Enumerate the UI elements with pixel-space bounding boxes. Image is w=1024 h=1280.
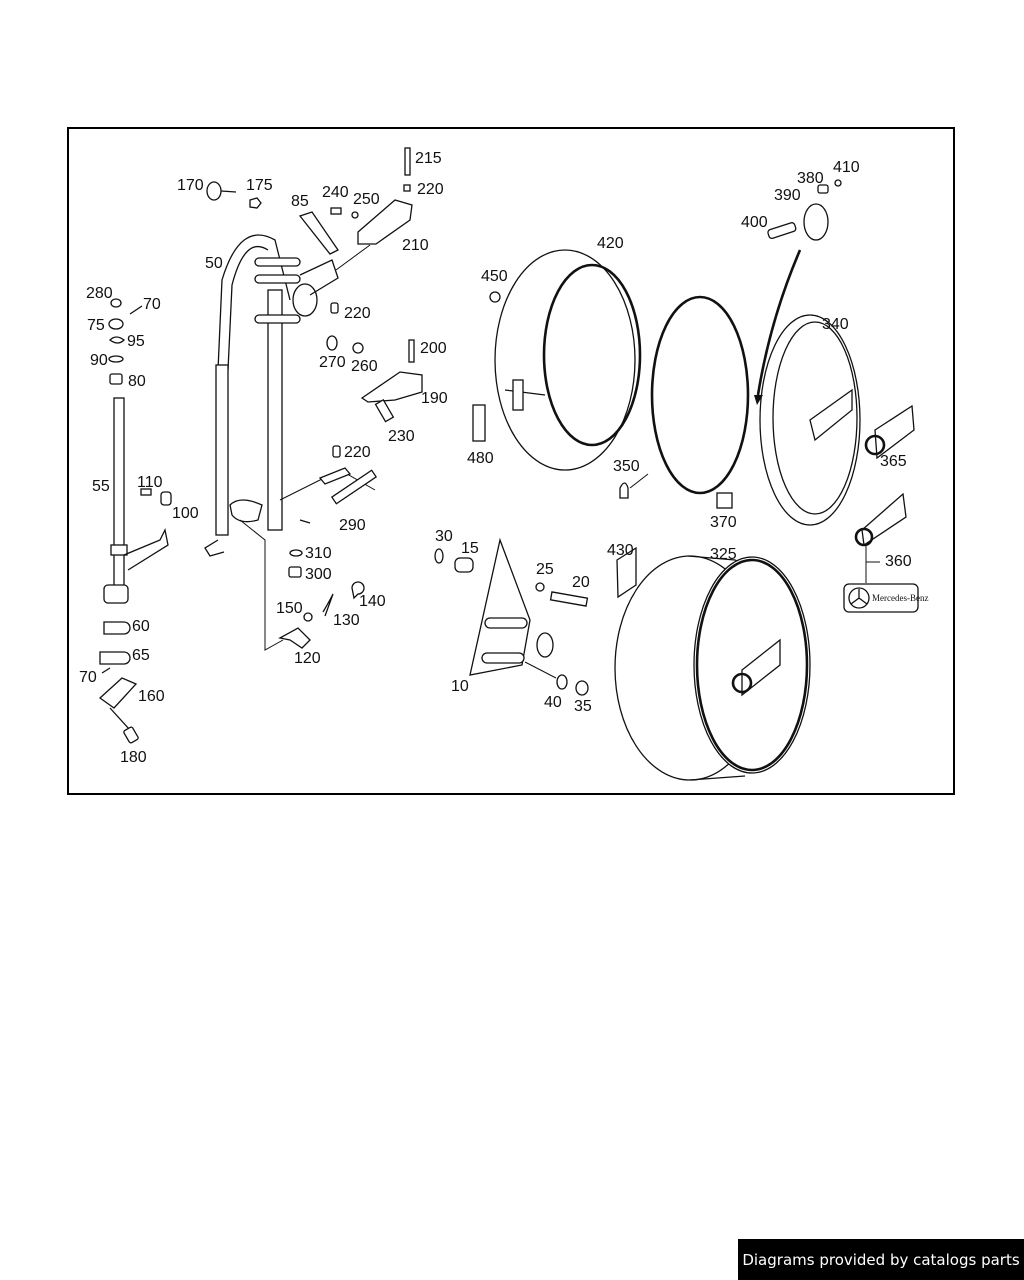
- callout-label-230: 230: [388, 428, 415, 445]
- part-380-410-390-400: [754, 179, 842, 405]
- callout-label-40: 40: [544, 694, 562, 711]
- callout-label-450: 450: [481, 268, 508, 285]
- callout-label-140: 140: [359, 593, 386, 610]
- callout-label-410: 410: [833, 159, 860, 176]
- callout-label-90: 90: [90, 352, 108, 369]
- callout-label-30: 30: [435, 528, 453, 545]
- callout-label-325: 325: [710, 546, 737, 563]
- callout-label-260: 260: [351, 358, 378, 375]
- callout-label-170: 170: [177, 177, 204, 194]
- callout-label-120: 120: [294, 650, 321, 667]
- footer-credit-banner: Diagrams provided by catalogs parts: [738, 1239, 1024, 1280]
- callout-label-250: 250: [353, 191, 380, 208]
- callout-label-480: 480: [467, 450, 494, 467]
- callout-label-35: 35: [574, 698, 592, 715]
- callout-label-340: 340: [822, 316, 849, 333]
- part-60-65-160-180: [98, 621, 139, 744]
- callout-label-55: 55: [92, 478, 110, 495]
- callout-label-220: 220: [344, 305, 371, 322]
- callout-label-85: 85: [291, 193, 309, 210]
- part-350-seal: [619, 295, 750, 499]
- callout-label-100: 100: [172, 505, 199, 522]
- callout-label-430: 430: [607, 542, 634, 559]
- part-stack-280-80: [108, 298, 143, 385]
- part-420-ring: [494, 249, 642, 471]
- callout-label-70: 70: [143, 296, 161, 313]
- callout-label-75: 75: [87, 317, 105, 334]
- part-170-175: [206, 181, 262, 209]
- part-365-emblem: [864, 404, 915, 460]
- callout-label-25: 25: [536, 561, 554, 578]
- part-360-emblem: [843, 492, 919, 613]
- callout-label-380: 380: [797, 170, 824, 187]
- callout-label-20: 20: [572, 574, 590, 591]
- part-325-wheel-cover: [614, 555, 811, 781]
- callout-label-370: 370: [710, 514, 737, 531]
- callout-label-200: 200: [420, 340, 447, 357]
- part-340-cover: [759, 314, 861, 526]
- callout-label-180: 180: [120, 749, 147, 766]
- callout-label-160: 160: [138, 688, 165, 705]
- callout-label-215: 215: [415, 150, 442, 167]
- callout-label-10: 10: [451, 678, 469, 695]
- part-30-15-25-20-40-35: [434, 548, 589, 696]
- callout-label-280: 280: [86, 285, 113, 302]
- callout-label-110: 110: [137, 474, 163, 491]
- callout-label-60: 60: [132, 618, 150, 635]
- callout-label-300: 300: [305, 566, 332, 583]
- callout-label-365: 365: [880, 453, 907, 470]
- part-430: [616, 546, 637, 599]
- part-220-290-310-300: [288, 445, 378, 578]
- part-220-270-260: [326, 302, 364, 354]
- part-370: [716, 492, 733, 509]
- callout-label-150: 150: [276, 600, 303, 617]
- callout-label-65: 65: [132, 647, 150, 664]
- part-450-480: [472, 291, 501, 442]
- callout-label-175: 175: [246, 177, 273, 194]
- part-200-190-230: [360, 339, 423, 423]
- part-240-250-210-215-220: [330, 147, 413, 271]
- callout-label-210: 210: [402, 237, 429, 254]
- part-55-post: [103, 397, 169, 604]
- callout-label-190: 190: [421, 390, 448, 407]
- part-50-frame: [204, 234, 376, 651]
- diagram-frame: [67, 127, 955, 795]
- callout-label-400: 400: [741, 214, 768, 231]
- mercedes-benz-badge-text: Mercedes-Benz: [872, 593, 929, 603]
- callout-label-420: 420: [597, 235, 624, 252]
- callout-label-80: 80: [128, 373, 146, 390]
- callout-label-350: 350: [613, 458, 640, 475]
- callout-label-220: 220: [344, 444, 371, 461]
- callout-label-15: 15: [461, 540, 479, 557]
- callout-label-50: 50: [205, 255, 223, 272]
- callout-label-130: 130: [333, 612, 360, 629]
- callout-label-70: 70: [79, 669, 97, 686]
- callout-label-240: 240: [322, 184, 349, 201]
- callout-label-390: 390: [774, 187, 801, 204]
- part-10-plate: [469, 537, 554, 676]
- callout-label-270: 270: [319, 354, 346, 371]
- callout-label-360: 360: [885, 553, 912, 570]
- part-85: [298, 211, 339, 255]
- part-110-100: [140, 488, 172, 506]
- callout-label-95: 95: [127, 333, 145, 350]
- part-150-130-140-120: [278, 581, 365, 649]
- callout-label-310: 310: [305, 545, 332, 562]
- callout-label-290: 290: [339, 517, 366, 534]
- callout-label-220: 220: [417, 181, 444, 198]
